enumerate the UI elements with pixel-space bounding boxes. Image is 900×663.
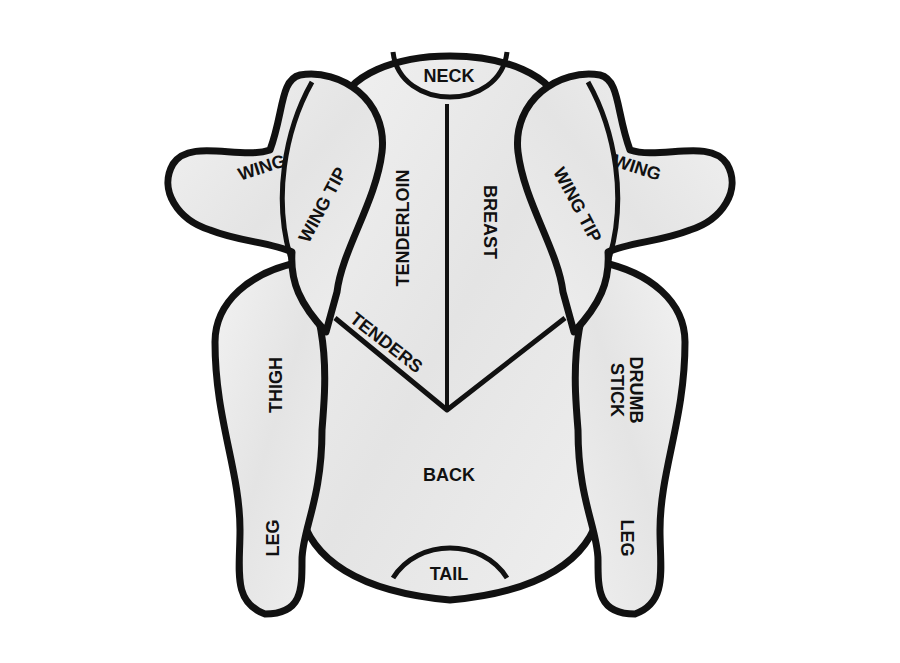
left-wing: [168, 74, 383, 332]
part-label: BREAST: [481, 185, 500, 259]
part-label: TAIL: [430, 565, 469, 584]
part-label: WING TIP: [549, 164, 604, 245]
part-label: DRUMB STICK: [607, 355, 645, 425]
part-label: LEG: [618, 519, 637, 556]
part-label: WING: [236, 151, 288, 184]
part-label: BACK: [423, 466, 475, 485]
part-label: WING: [611, 151, 663, 184]
breast-divider: [445, 104, 449, 410]
neck-line: [393, 52, 507, 97]
part-label: WING TIP: [295, 164, 350, 245]
part-label: TENDERS: [346, 309, 425, 377]
part-label: TENDERLOIN: [394, 170, 413, 287]
part-label: THIGH: [267, 357, 286, 413]
part-label: NECK: [423, 67, 474, 86]
part-label: LEG: [264, 519, 283, 556]
right-wing: [517, 74, 732, 332]
